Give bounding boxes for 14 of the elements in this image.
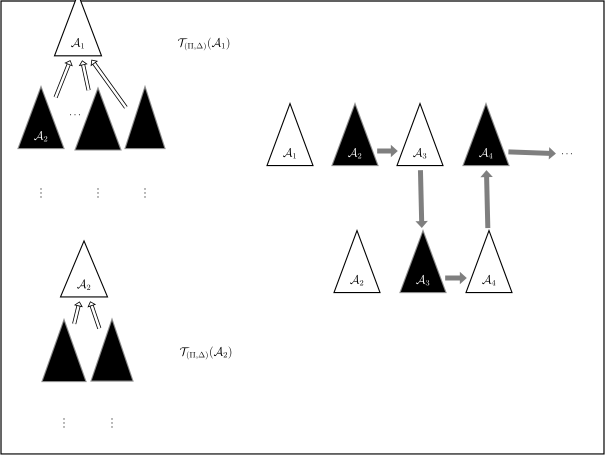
ellipsis: $\vdots$ <box>144 188 146 198</box>
block-arrow <box>54 60 73 98</box>
ellipsis: $\vdots$ <box>111 418 113 428</box>
block-arrow <box>78 60 91 91</box>
tree-formula: $\mathcal{T}_{(\Pi,\Delta)}(\mathcal{A}_2)$ <box>180 346 232 360</box>
ellipsis: $\cdots$ <box>70 114 80 116</box>
block-arrow <box>90 60 128 109</box>
ellipsis: $\vdots$ <box>40 188 42 198</box>
ellipsis: $\vdots$ <box>63 418 65 428</box>
tree-formula: $\mathcal{T}_{(\Pi,\Delta)}(\mathcal{A}_1)$ <box>178 38 230 50</box>
ellipsis: $\vdots$ <box>97 188 99 198</box>
tree-triangle: $\mathcal{A}_1$ <box>54 0 102 56</box>
block-arrow <box>87 301 102 330</box>
ellipsis: $\cdots$ <box>562 153 572 154</box>
